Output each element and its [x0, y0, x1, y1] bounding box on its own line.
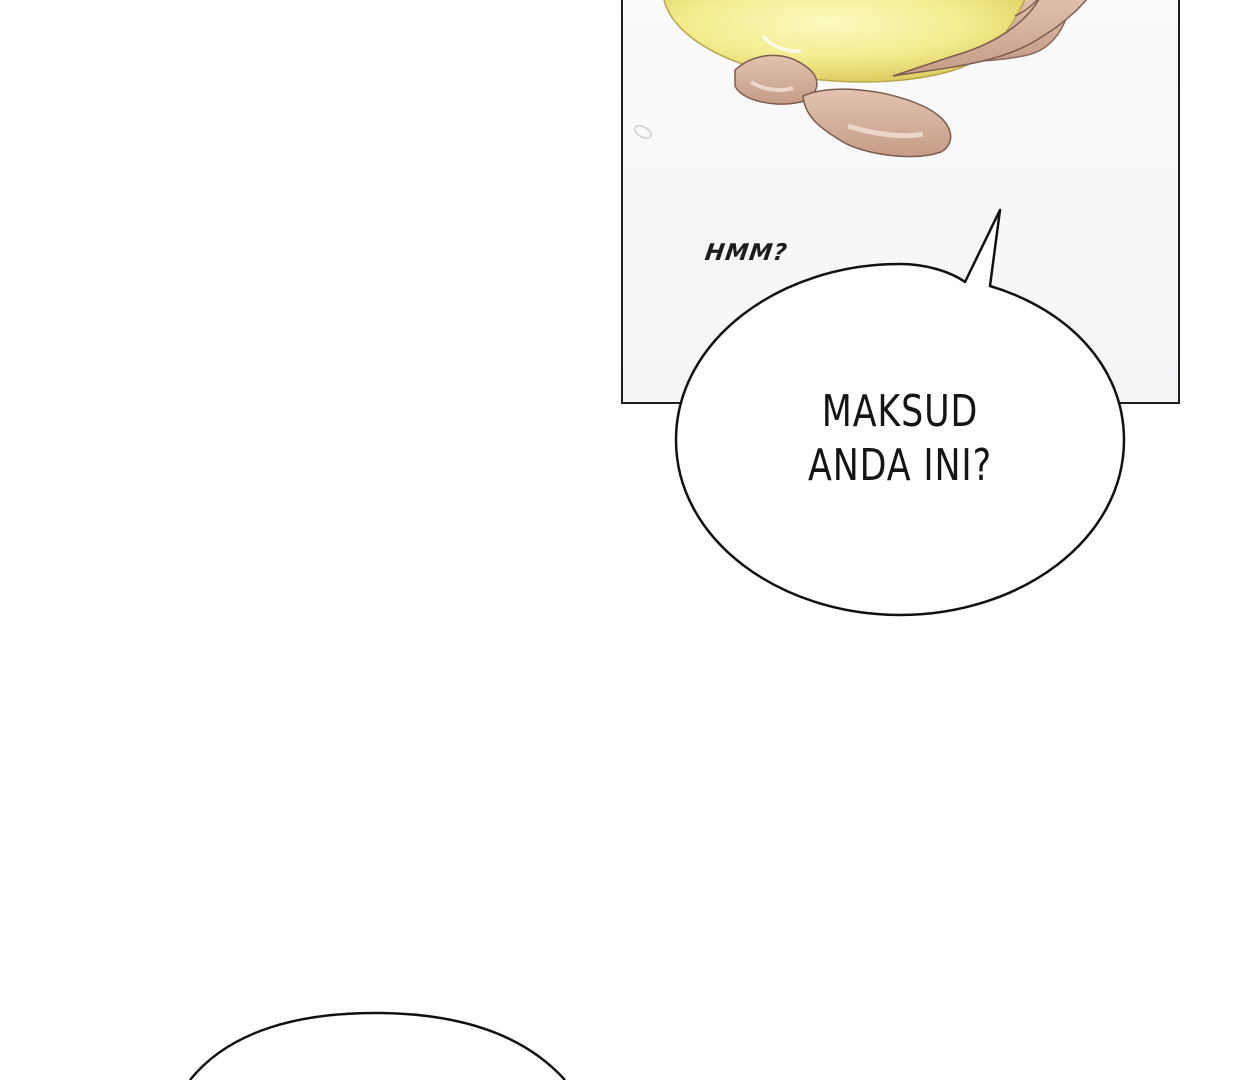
- speech-bubble-text: MAKSUD ANDA INI?: [750, 385, 1049, 493]
- speech-bubble-line: MAKSUD: [821, 386, 979, 437]
- speech-bubble-line: ANDA INI?: [808, 440, 992, 491]
- hand-holding-yellow-ball-illustration: [634, 0, 1088, 158]
- partial-speech-bubble: [189, 1011, 566, 1080]
- speech-bubble: [674, 208, 1126, 617]
